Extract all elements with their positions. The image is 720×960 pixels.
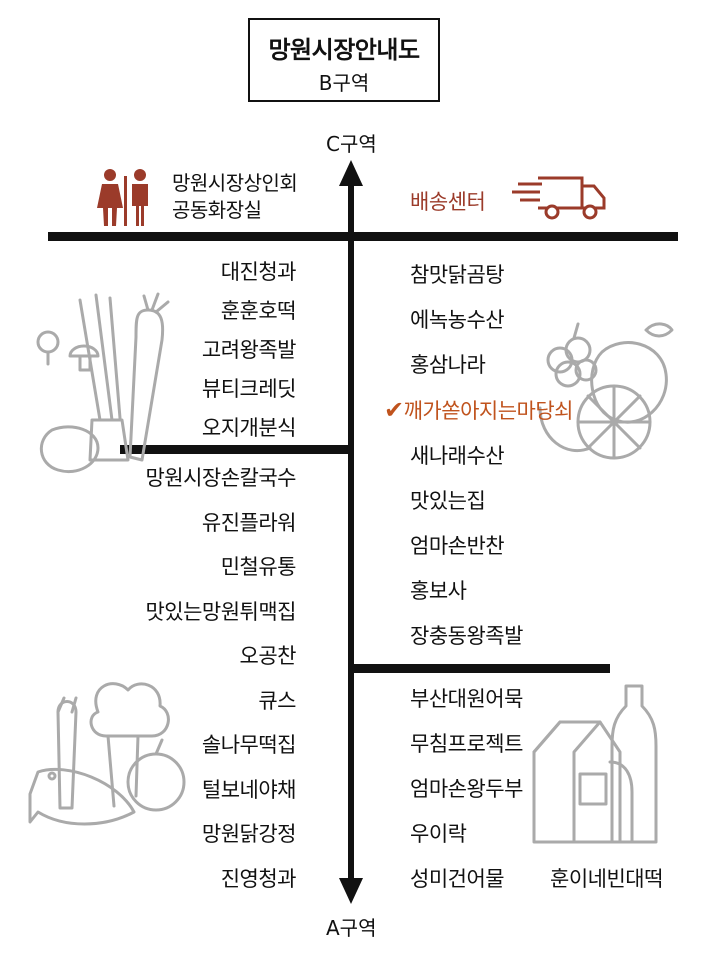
restroom-icon (97, 169, 148, 226)
check-icon: ✔ (384, 396, 404, 424)
store-item[interactable]: 망원시장손칼국수 (145, 466, 296, 490)
restroom-label-line2: 공동화장실 (172, 198, 262, 222)
store-item[interactable]: 뷰티크레딧 (201, 377, 297, 401)
store-item[interactable]: 새나래수산 (410, 444, 505, 468)
vegetables-illustration (36, 292, 170, 473)
delivery-label: 배송센터 (410, 190, 486, 214)
right-store-list-2: 부산대원어묵 무침프로젝트 엄마손왕두부 우이락 성미건어물 (410, 677, 523, 902)
groceries-illustration (28, 682, 186, 826)
store-item[interactable]: 대진청과 (220, 260, 297, 284)
store-item[interactable]: 고려왕족발 (201, 338, 297, 362)
arrow-down-icon (339, 878, 363, 904)
truck-icon (512, 176, 606, 220)
zone-label-top: C구역 (326, 132, 377, 156)
store-item[interactable]: 부산대원어묵 (410, 687, 523, 711)
store-item[interactable]: 오공찬 (239, 644, 297, 668)
right-store-list-1: 참맛닭곰탕 에녹농수산 홍삼나라 ✔깨가쏟아지는마당쇠 새나래수산 맛있는집 엄… (384, 253, 574, 659)
right-divider (351, 664, 610, 673)
highlighted-store-name: 깨가쏟아지는마당쇠 (403, 399, 574, 423)
store-item[interactable]: 엄마손왕두부 (410, 777, 523, 801)
store-item[interactable]: 무침프로젝트 (410, 732, 523, 756)
store-item[interactable]: 장충동왕족발 (410, 624, 523, 648)
store-item[interactable]: 훈훈호떡 (220, 299, 297, 323)
left-store-list-2: 망원시장손칼국수 유진플라워 민철유통 맛있는망원튀맥집 오공찬 큐스 솔나무떡… (145, 456, 296, 901)
restroom-label: 망원시장상인회 공동화장실 (172, 170, 298, 224)
dairy-illustration (532, 684, 658, 844)
store-item[interactable]: 맛있는집 (410, 489, 486, 513)
map-subtitle: B구역 (318, 71, 370, 95)
left-divider (120, 445, 351, 454)
map-title: 망원시장안내도 (268, 36, 420, 64)
store-item[interactable]: 홍보사 (410, 579, 467, 603)
store-item[interactable]: 망원닭강정 (201, 822, 297, 846)
restroom-label-line1: 망원시장상인회 (172, 171, 298, 195)
store-item[interactable]: 유진플라워 (201, 510, 297, 535)
arrow-up-icon (339, 160, 363, 186)
store-item[interactable]: 성미건어물 (410, 867, 505, 891)
store-item[interactable]: 진영청과 (220, 866, 297, 891)
store-item[interactable]: 엄마손반찬 (410, 534, 505, 558)
store-item[interactable]: 참맛닭곰탕 (410, 263, 505, 287)
store-item[interactable]: 큐스 (258, 688, 296, 713)
store-item[interactable]: 맛있는망원튀맥집 (145, 599, 296, 624)
store-item[interactable]: 에녹농수산 (410, 308, 505, 332)
map-title-box: 망원시장안내도 B구역 (248, 18, 440, 102)
store-item[interactable]: 우이락 (410, 822, 467, 846)
left-store-list-1: 대진청과 훈훈호떡 고려왕족발 뷰티크레딧 오지개분식 (201, 253, 297, 448)
store-item[interactable]: 털보네야채 (201, 777, 297, 802)
store-item-extra[interactable]: 훈이네빈대떡 (550, 867, 663, 891)
store-item-highlighted[interactable]: ✔깨가쏟아지는마당쇠 (384, 388, 574, 434)
store-item[interactable]: 오지개분식 (201, 416, 297, 440)
fruits-illustration (538, 322, 674, 460)
zone-label-bottom: A구역 (326, 916, 377, 940)
store-item[interactable]: 민철유통 (220, 555, 297, 579)
top-divider (48, 232, 678, 241)
store-item[interactable]: 솔나무떡집 (201, 733, 297, 757)
store-item[interactable]: 홍삼나라 (410, 353, 486, 377)
